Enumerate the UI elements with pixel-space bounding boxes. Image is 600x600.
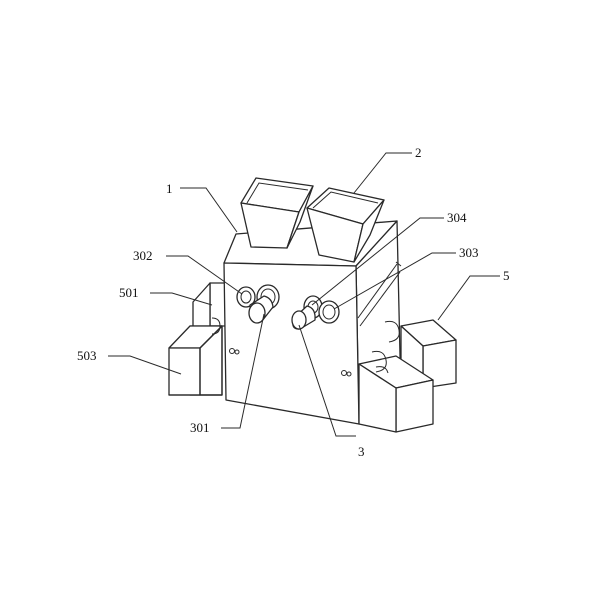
hopper-right [306, 187, 385, 263]
reference-numerals: 1 2 3 301 302 303 304 5 501 503 [77, 145, 510, 459]
right-support-block-front [358, 350, 434, 433]
knob-right [341, 370, 352, 377]
leader-303 [333, 252, 456, 310]
leader-304 [311, 217, 444, 306]
label-hopper: 2 [415, 145, 422, 160]
hopper-left [240, 177, 314, 249]
roller-left [236, 284, 280, 324]
left-support-block-front [168, 317, 223, 396]
leader-302 [166, 255, 243, 295]
label-main-body: 1 [166, 181, 173, 196]
label-left-block-upper: 501 [119, 285, 139, 300]
leader-2 [353, 152, 412, 194]
label-roller-left: 302 [133, 248, 153, 263]
label-shaft-right: 304 [447, 210, 467, 225]
label-roller-right: 303 [459, 245, 479, 260]
leader-3 [298, 324, 356, 437]
leader-1 [180, 187, 238, 233]
leader-301 [221, 313, 265, 429]
knob-left [229, 348, 240, 355]
roller-right [291, 295, 340, 330]
leader-503 [108, 355, 182, 375]
leader-5 [437, 275, 500, 321]
label-roller: 3 [358, 444, 365, 459]
label-shaft-left: 301 [190, 420, 210, 435]
leader-501 [150, 292, 213, 306]
leader-lines [108, 152, 500, 437]
label-left-block-lower: 503 [77, 348, 97, 363]
label-support: 5 [503, 268, 510, 283]
